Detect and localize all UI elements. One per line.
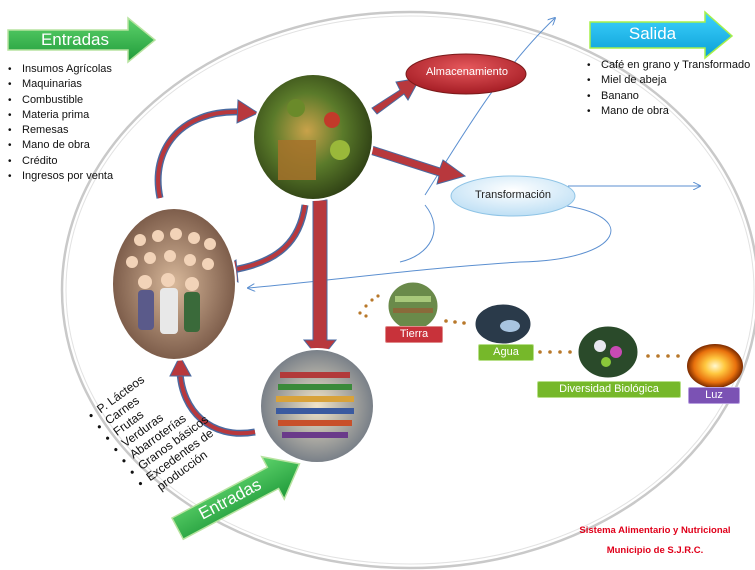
flow-line-loop (399, 204, 435, 263)
entradas-top-title: Entradas (40, 30, 110, 49)
store-image (259, 348, 375, 464)
curve-arrow-people-to-food (154, 108, 241, 199)
dotted-connectors (358, 294, 680, 358)
list-item: Banano (587, 89, 750, 104)
salida-arrow (589, 10, 734, 60)
list-item: Crédito (8, 154, 113, 169)
almacenamiento-oval (405, 53, 527, 95)
salida-list: Café en grano y Transformado Miel de abe… (587, 58, 750, 119)
list-item: Combustible (8, 93, 113, 108)
list-item: Remesas (8, 123, 113, 138)
entradas-top-list: Insumos Agrícolas Maquinarias Combustibl… (8, 62, 113, 184)
transformacion-label: Transformación (474, 189, 551, 201)
agua-label: Agua (478, 344, 534, 361)
entradas-top-arrow (7, 16, 157, 64)
entradas-bottom-arrow (170, 455, 301, 541)
diversidad-label: Diversidad Biológica (537, 381, 681, 398)
transformacion-oval (450, 175, 576, 217)
footer-subtitle: Municipio de S.J.R.C. (606, 545, 704, 556)
tierra-image (387, 281, 439, 331)
list-item: Materia prima (8, 108, 113, 123)
luz-image (687, 344, 743, 388)
arrow-to-almacenamiento (371, 77, 421, 115)
list-item: Mano de obra (8, 138, 113, 153)
list-item: Café en grano y Transformado (587, 58, 750, 73)
food-production-image (252, 73, 374, 201)
arrow-to-transformacion (369, 145, 467, 185)
tierra-label: Tierra (385, 326, 443, 343)
list-item: Miel de abeja (587, 73, 750, 88)
list-item: Insumos Agrícolas (8, 62, 113, 77)
list-item: Maquinarias (8, 77, 113, 92)
list-item: Mano de obra (587, 104, 750, 119)
footer-title: Sistema Alimentario y Nutricional (579, 525, 731, 536)
system-boundary (60, 10, 755, 570)
diversidad-image (577, 325, 639, 379)
salida-title: Salida (628, 24, 677, 43)
list-item: Ingresos por venta (8, 169, 113, 184)
luz-label: Luz (688, 387, 740, 404)
almacenamiento-label: Almacenamiento (426, 66, 508, 78)
